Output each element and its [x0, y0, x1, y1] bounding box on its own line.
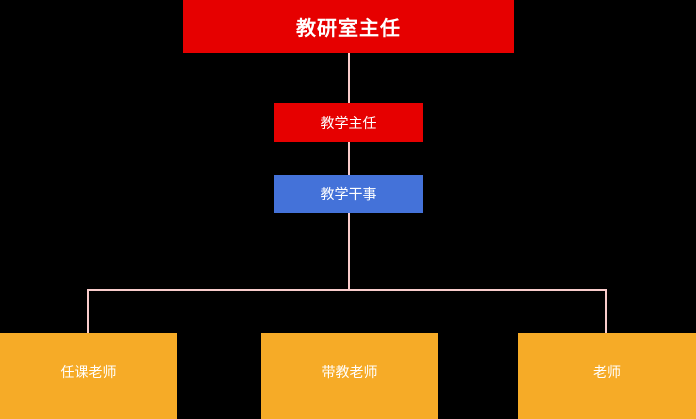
org-node-course-teacher: 任课老师: [0, 333, 177, 419]
connector-teaching-director-to-teaching-clerk: [348, 142, 350, 175]
connector-drop-to-course-teacher: [87, 289, 89, 333]
connector-horizontal-branch: [87, 289, 607, 291]
org-node-mentor-teacher: 带教老师: [261, 333, 438, 419]
connector-director-to-teaching-director: [348, 53, 350, 103]
org-node-teacher: 老师: [518, 333, 696, 419]
org-node-teaching-clerk: 教学干事: [274, 175, 423, 213]
connector-drop-to-teacher: [605, 289, 607, 333]
org-node-director: 教研室主任: [183, 0, 514, 53]
org-node-teaching-director: 教学主任: [274, 103, 423, 142]
connector-teaching-clerk-down: [348, 213, 350, 291]
